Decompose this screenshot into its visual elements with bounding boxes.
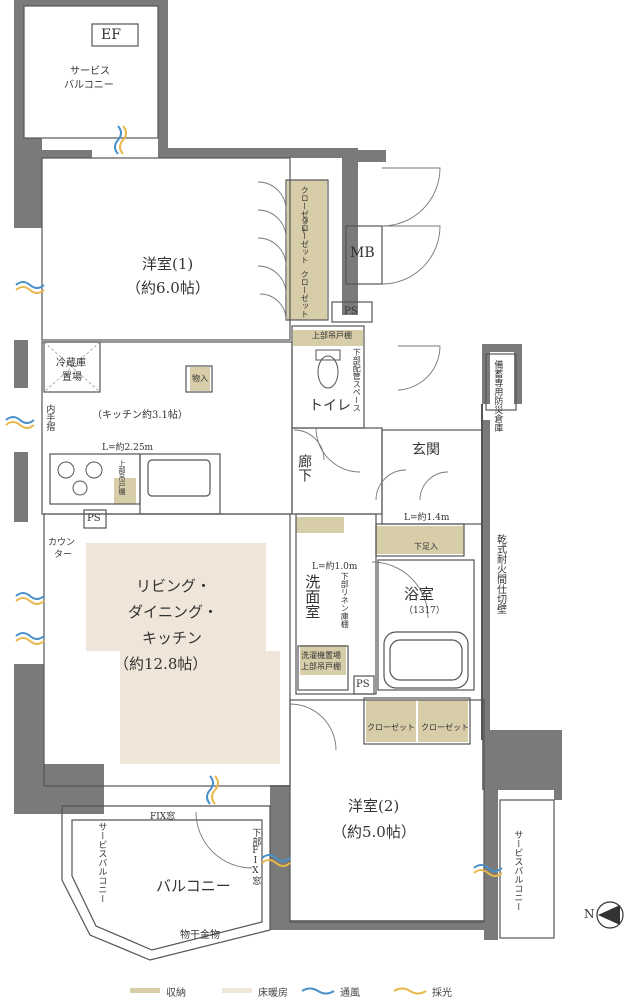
ldk-label-2: ダイニング・ — [128, 603, 219, 621]
closet-label-c: クローゼット — [300, 270, 310, 318]
ps-kitchen-label: PS — [87, 513, 101, 524]
shoe-dim-label: L=約1.4m — [404, 513, 450, 523]
western1-size: （約6.0帖） — [126, 279, 210, 297]
closet-label-a: クローゼット — [300, 186, 310, 234]
western2-size: （約5.0帖） — [332, 823, 416, 841]
counter-label: カウン — [48, 538, 76, 548]
ef-label: EF — [101, 27, 121, 43]
legend-storage: 収納 — [166, 988, 186, 999]
legend-floor-heating: 床暖房 — [258, 988, 288, 999]
daylight-arrow — [15, 597, 45, 605]
balcony-label: バルコニー — [156, 877, 231, 895]
door-swings — [195, 167, 449, 869]
service-balcony-top-label: サービス — [70, 66, 110, 77]
floor-heating-zone — [120, 651, 280, 764]
kitchen-dim-label: L=約2.25m — [102, 443, 154, 453]
legend-ventilation: 通風 — [340, 988, 360, 999]
ventilation-arrow — [261, 854, 291, 862]
ventilation-arrow — [206, 775, 214, 805]
dry-wall-label: 乾式耐火間仕切壁 — [494, 534, 506, 614]
kitchen-upper-label: 上部吊戸棚 — [118, 460, 127, 495]
ventilation-arrow — [15, 632, 45, 640]
bath-size-label: （1317） — [404, 606, 445, 616]
closet-label-b: クローゼット — [300, 216, 310, 264]
mb-label: MB — [350, 245, 375, 261]
ventilation-arrow — [114, 125, 122, 155]
washroom-dim-label: L=約1.0m — [312, 562, 358, 572]
ventilation-arrow — [473, 864, 503, 872]
stove-burners — [57, 461, 103, 496]
daylight-arrow — [15, 286, 45, 294]
rouka-label: 廊下 — [296, 454, 313, 482]
western1-title: 洋室(1) — [142, 255, 194, 273]
drying-hardware-label: 物干金物 — [180, 930, 220, 941]
storage-areas — [114, 180, 468, 742]
ps-wash-label: PS — [356, 679, 370, 690]
genkan-label: 玄関 — [412, 442, 440, 458]
shoe-lower-label: 下足入 — [414, 542, 438, 551]
walls — [14, 0, 562, 940]
fridge-space — [43, 341, 101, 393]
washroom-label: 洗面室 — [303, 574, 322, 619]
ventilation-arrow — [15, 592, 45, 600]
daylight-arrow — [119, 125, 127, 155]
toilet-fixture — [315, 349, 341, 389]
kitchen-label: （キッチン約3.1帖） — [92, 410, 188, 421]
bath-label: 浴室 — [404, 585, 435, 603]
uchitesuri-label: 内手摺 — [44, 404, 55, 431]
service-balcony-left-label: サービスバルコニー — [96, 822, 107, 903]
service-balcony-right-label: サービスバルコニー — [512, 830, 523, 911]
fridge-label: 冷蔵庫 — [56, 358, 86, 369]
toilet-lower-pipe-label: 下部配管スペース — [352, 348, 362, 412]
daylight-arrow — [5, 421, 35, 429]
counter-label-2: ター — [54, 550, 73, 560]
toilet-upper-shelf-label: 上部吊戸棚 — [312, 331, 352, 340]
ldk-label-1: リビング・ — [136, 577, 212, 595]
daylight-arrow — [261, 859, 291, 867]
ldk-label-4: （約12.8帖） — [114, 655, 208, 673]
daylight-arrow — [211, 775, 219, 805]
bichiku-label: 備蓄専用防災倉庫 — [492, 360, 503, 432]
legend-swatches — [130, 987, 427, 995]
ventilation-arrows — [5, 125, 503, 877]
floor-heating-zone — [86, 543, 266, 651]
ps-top-label: PS — [344, 306, 358, 317]
daylight-arrow — [473, 869, 503, 877]
ventilation-arrow — [15, 281, 45, 289]
daylight-arrow — [15, 637, 45, 645]
legend-daylight: 採光 — [432, 988, 452, 999]
western2-title: 洋室(2) — [348, 797, 400, 815]
ventilation-arrow — [5, 416, 35, 424]
fridge-label-2: 置場 — [62, 372, 82, 383]
ldk-label-3: キッチン — [142, 629, 203, 647]
closet-label-d: クローゼット — [367, 723, 415, 732]
north-label: N — [584, 907, 595, 921]
fix-window-label: FIX窓 — [150, 812, 176, 822]
washer-label: 洗濯機置場 — [301, 651, 341, 660]
lower-fix-window-label: 下部FIX窓 — [250, 828, 261, 885]
monoire-label: 物入 — [192, 374, 208, 383]
washer-label-2: 上部吊戸棚 — [301, 662, 341, 671]
service-balcony-top-label-2: バルコニー — [64, 80, 114, 91]
north-arrow — [596, 901, 624, 929]
closet-label-e: クローゼット — [421, 723, 469, 732]
linen-label: 下部リネン庫棚 — [340, 572, 350, 628]
room-outlines — [23, 5, 555, 961]
toilet-label: トイレ — [309, 398, 351, 414]
